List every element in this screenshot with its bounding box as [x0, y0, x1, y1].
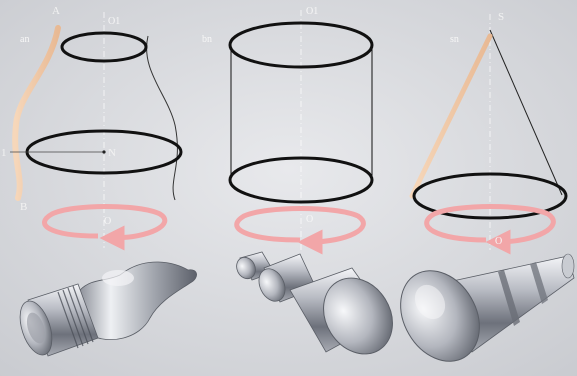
label-1: 1 [1, 147, 7, 159]
label-b: B [20, 201, 27, 213]
label-an: an [20, 34, 29, 45]
label-bn: bn [202, 34, 212, 45]
label-s: S [498, 11, 504, 23]
label-sn: sn [450, 34, 459, 45]
point-n-dot [102, 150, 105, 153]
label-o-fig3: O [495, 236, 502, 247]
label-o1-fig2: O1 [306, 6, 318, 17]
label-n: N [108, 147, 116, 159]
label-o1-fig1: O1 [108, 16, 120, 27]
label-a: A [52, 5, 60, 17]
label-o-fig2: O [306, 214, 313, 225]
label-o-fig1: O [104, 216, 111, 227]
